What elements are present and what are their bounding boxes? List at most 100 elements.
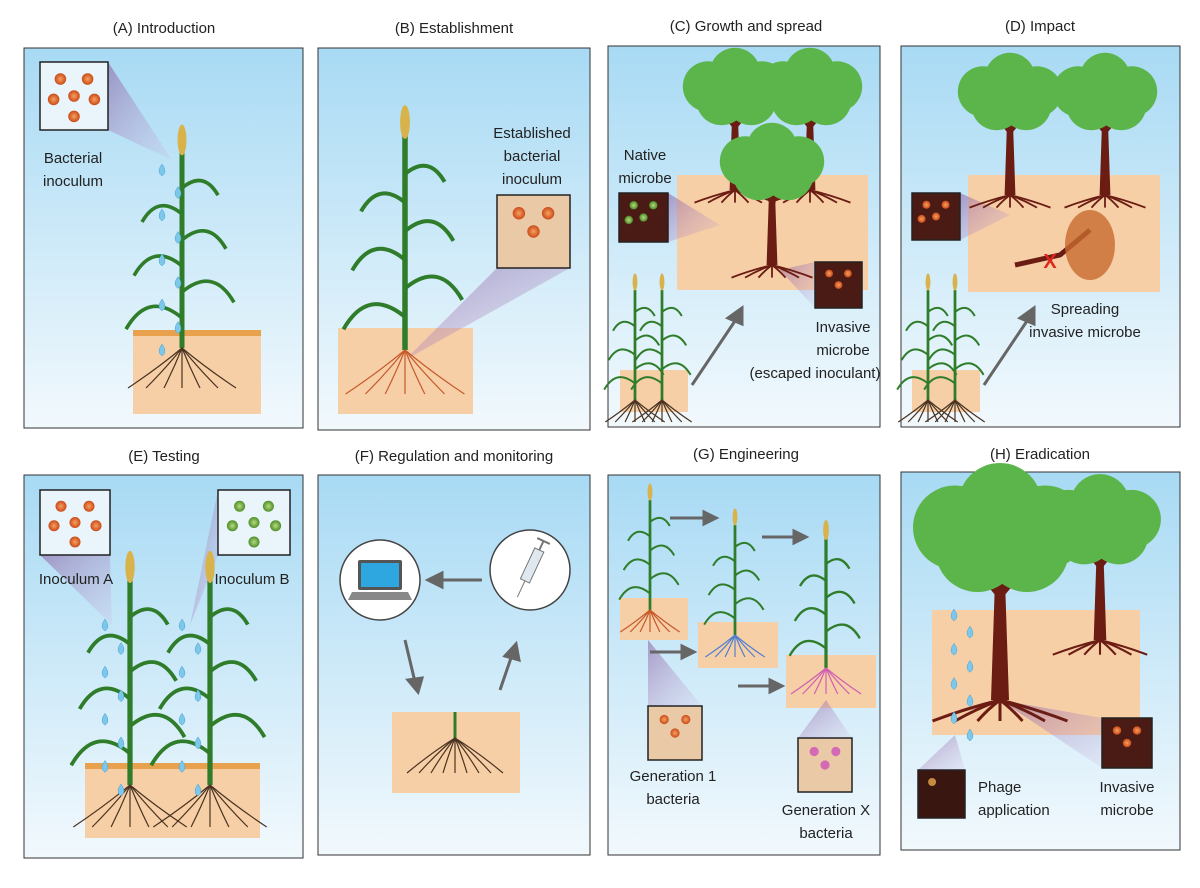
bacterium-dot — [541, 207, 555, 220]
bacterium-dot — [922, 200, 931, 209]
label: microbe — [618, 170, 671, 187]
plant-root — [129, 784, 150, 828]
label: bacteria — [646, 791, 700, 808]
plant-root — [825, 667, 839, 695]
bacterium-dot — [69, 516, 81, 529]
plant-leaf — [403, 219, 456, 242]
plant-leaf — [634, 334, 661, 346]
bacterium-dot — [527, 225, 540, 238]
plant-root — [614, 399, 636, 423]
inset-box — [1101, 717, 1153, 769]
plant-root — [345, 349, 406, 395]
plant-leaf — [932, 320, 956, 332]
plant-root — [454, 737, 480, 774]
bacterium-dot — [69, 536, 81, 548]
plant-leaf — [180, 178, 220, 197]
plant-leaf — [607, 348, 636, 361]
plant-leaf — [132, 254, 184, 277]
plant-root — [954, 399, 986, 423]
plant-root — [163, 347, 183, 389]
bacterium-dot — [226, 520, 238, 532]
tree-root — [1090, 194, 1106, 209]
tree — [1052, 52, 1158, 209]
label: invasive microbe — [1029, 324, 1141, 341]
bacterium-dot — [649, 201, 658, 210]
bacterium-dot — [928, 778, 937, 786]
title-e: (E) Testing — [128, 448, 199, 465]
panel-titles: (A) Introduction (B) Establishment (C) G… — [113, 18, 1090, 465]
plant-leaf — [128, 607, 170, 626]
plant-leaf — [157, 686, 212, 710]
bacterium-dot — [55, 500, 67, 512]
zoom-beams — [40, 62, 1102, 770]
plant-leaf — [661, 334, 688, 346]
plant-root — [813, 667, 827, 695]
droplet — [950, 677, 958, 690]
plant-leaf — [825, 590, 856, 605]
plant — [69, 550, 188, 828]
plant-root — [72, 784, 131, 828]
plant-root — [145, 347, 183, 389]
label: Bacterial — [44, 150, 102, 167]
inset-box — [39, 61, 109, 131]
bacterium-dot — [90, 520, 102, 532]
plant-leaf — [649, 544, 676, 556]
plant-leaf — [618, 586, 651, 601]
plant-root — [734, 634, 766, 658]
label: Generation X — [782, 802, 870, 819]
droplet — [117, 783, 125, 797]
plant-root — [442, 737, 456, 774]
plant-leaf — [149, 739, 212, 767]
tree-trunk — [766, 184, 778, 265]
plant-root — [404, 349, 465, 395]
droplet — [966, 694, 974, 708]
plant-root — [209, 784, 268, 828]
bacterium-dot — [681, 714, 691, 725]
plant-root — [129, 784, 188, 828]
plant-leaf — [77, 686, 132, 710]
plant-leaf — [403, 274, 464, 301]
plant-root — [181, 347, 219, 389]
plant-root — [651, 399, 663, 423]
bacterium-dot — [629, 201, 638, 210]
plant-root — [127, 347, 183, 389]
plant-root — [639, 609, 651, 633]
bacterium-dot — [624, 215, 633, 225]
tree-root — [995, 194, 1011, 209]
droplet — [174, 231, 182, 244]
bacterium-dot — [512, 207, 526, 220]
bacterium-dot — [68, 90, 80, 102]
plant-leaf — [86, 633, 132, 654]
inset-box — [917, 769, 966, 819]
tree — [957, 52, 1063, 209]
plant — [603, 273, 666, 423]
plant-root — [181, 347, 201, 389]
bacterium-dot — [270, 520, 282, 532]
plant-root — [171, 784, 211, 828]
bacterium-dot — [825, 269, 834, 278]
bacterium-dot — [834, 281, 843, 289]
tree-canopy — [801, 74, 852, 126]
plant — [124, 124, 237, 389]
plant-leaf — [661, 362, 692, 376]
plant-root — [629, 609, 651, 633]
label: Invasive — [1099, 779, 1154, 796]
plant-leaf — [927, 306, 949, 317]
plant-leaf — [630, 376, 663, 391]
plant-leaf — [896, 376, 929, 391]
title-g: (G) Engineering — [693, 446, 799, 463]
droplet — [966, 728, 974, 742]
plant-root — [209, 784, 249, 828]
plant-tassel — [952, 273, 958, 291]
tree-canopy — [1000, 79, 1052, 131]
tree-trunk — [1093, 545, 1107, 640]
plant-leaf — [69, 739, 132, 767]
label: Inoculum B — [214, 571, 289, 588]
tree-canopy — [763, 149, 814, 201]
tree-canopy — [1089, 505, 1149, 565]
plant-root — [907, 399, 929, 423]
plant-leaf — [707, 583, 736, 596]
droplet — [966, 625, 974, 639]
label: Invasive — [815, 319, 870, 336]
plant-tassel — [177, 124, 187, 156]
